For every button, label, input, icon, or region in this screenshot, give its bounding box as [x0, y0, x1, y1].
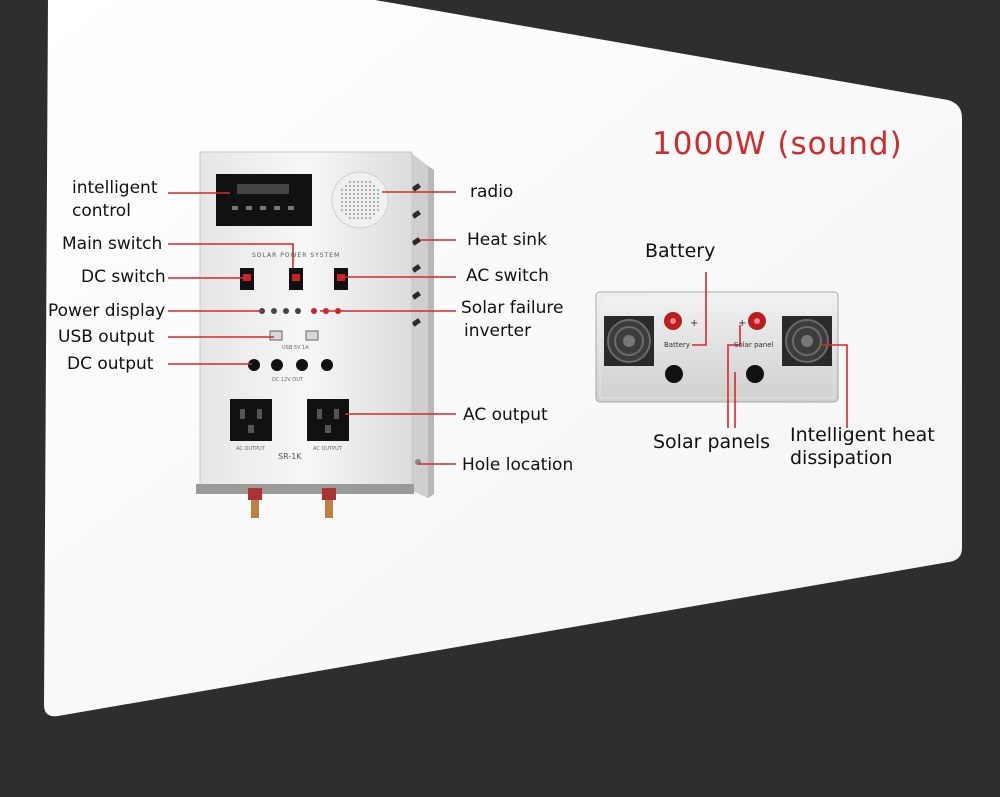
label-intelligent-control-line1: intelligent: [72, 178, 158, 198]
radio-speaker: [331, 171, 389, 229]
rear-panel: [595, 291, 839, 403]
usb-ports: [269, 330, 319, 341]
rear-unit: + +: [595, 291, 839, 403]
label-main-switch: Main switch: [62, 234, 163, 254]
heat-sink-fins: [411, 183, 421, 327]
switches: [240, 268, 348, 290]
label-usb-output: USB output: [58, 327, 155, 347]
label-solar-failure-line2: inverter: [464, 321, 532, 341]
solar-tag: Solar panel: [734, 341, 774, 349]
label-intelligent-heat-line1: Intelligent heat: [790, 424, 935, 446]
battery-terminals: [248, 488, 336, 518]
label-heat-sink: Heat sink: [467, 230, 547, 250]
rear-terminals: [664, 312, 766, 383]
ac-sockets: [230, 399, 349, 441]
label-solar-panels: Solar panels: [653, 431, 771, 453]
dc-output-jacks: [248, 359, 333, 371]
panel-heading: SOLAR POWER SYSTEM: [252, 252, 341, 259]
leader-lines: [168, 191, 848, 465]
label-radio: radio: [470, 182, 514, 202]
cooling-fan-right: [782, 316, 832, 366]
plus-mark-solar: +: [738, 318, 746, 329]
front-unit: [196, 151, 434, 518]
intelligent-control-display: [216, 174, 312, 226]
label-hole-location: Hole location: [462, 455, 574, 475]
label-dc-switch: DC switch: [81, 267, 166, 287]
usb-caption: USB 5V 1A: [282, 345, 309, 351]
model-label: SR-1K: [278, 452, 302, 461]
indicator-leds: [259, 308, 341, 314]
label-ac-switch: AC switch: [466, 266, 549, 286]
battery-tag: Battery: [664, 341, 690, 349]
dc-caption: DC 12V OUT: [272, 377, 303, 383]
ac-caption-left: AC OUTPUT: [236, 446, 265, 452]
cooling-fan-left: [604, 316, 654, 366]
label-ac-output: AC output: [463, 405, 548, 425]
label-intelligent-heat-line2: dissipation: [790, 447, 893, 469]
label-dc-output: DC output: [67, 354, 154, 374]
label-power-display: Power display: [48, 301, 166, 321]
ac-caption-right: AC OUTPUT: [313, 446, 342, 452]
label-battery: Battery: [645, 240, 716, 262]
label-solar-failure-line1: Solar failure: [461, 298, 564, 318]
plus-mark-battery: +: [690, 318, 698, 329]
label-intelligent-control-line2: control: [72, 201, 131, 221]
page-title: 1000W (sound): [652, 126, 903, 162]
